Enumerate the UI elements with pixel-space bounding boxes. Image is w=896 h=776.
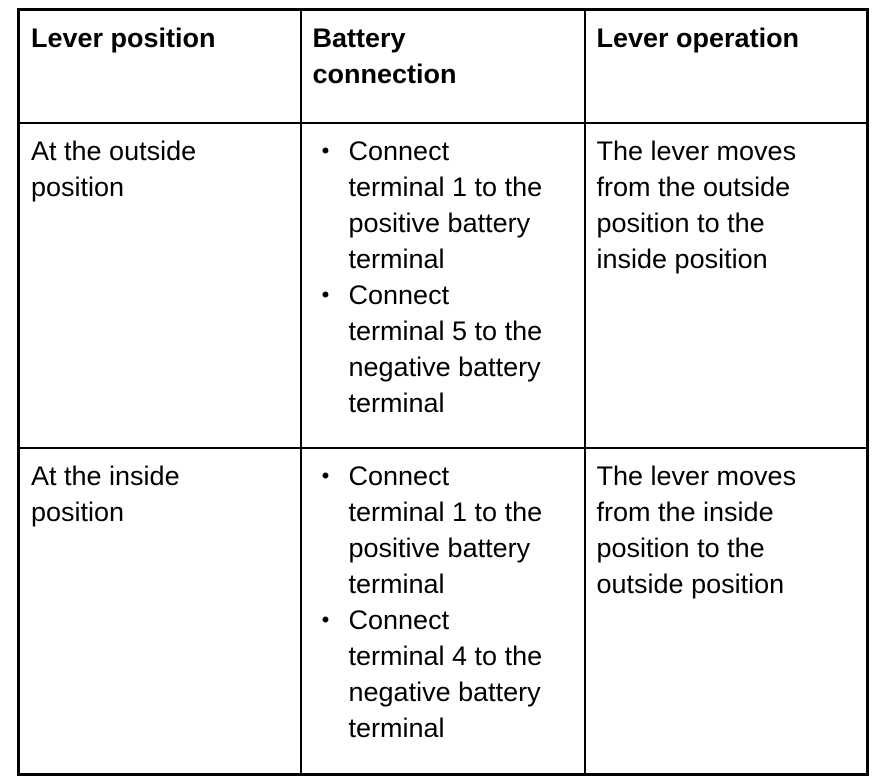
cell-lever-operation: The lever moves from the outside positio…: [583, 122, 869, 449]
cell-battery-connection: • Connect terminal 1 to the positive bat…: [299, 447, 586, 776]
list-item-text: Connect terminal 1 to the positive batte…: [348, 136, 543, 274]
cell-lever-position-text: At the outside position: [31, 136, 197, 202]
table-header-row: Lever position Battery connection Lever …: [17, 8, 869, 124]
bullet-icon: •: [321, 282, 330, 307]
cell-lever-position: At the outside position: [17, 122, 302, 449]
table-row: At the outside position • Connect termin…: [17, 122, 869, 449]
list-item-text: Connect terminal 5 to the negative batte…: [348, 280, 543, 418]
lever-battery-spec-table: Lever position Battery connection Lever …: [17, 8, 869, 776]
battery-connection-list: • Connect terminal 1 to the positive bat…: [313, 133, 574, 421]
bullet-icon: •: [321, 138, 330, 163]
cell-battery-connection: • Connect terminal 1 to the positive bat…: [299, 122, 586, 449]
cell-lever-operation: The lever moves from the inside position…: [583, 447, 869, 776]
column-header-lever-position: Lever position: [17, 8, 302, 124]
page-root: Lever position Battery connection Lever …: [17, 8, 869, 776]
column-header-lever-position-text: Lever position: [31, 23, 216, 53]
cell-lever-position: At the inside position: [17, 447, 302, 776]
table-row: At the inside position • Connect termina…: [17, 447, 869, 776]
list-item: • Connect terminal 4 to the negative bat…: [313, 602, 574, 746]
column-header-lever-operation-text: Lever operation: [596, 23, 800, 53]
cell-lever-position-text: At the inside position: [31, 461, 180, 527]
bullet-icon: •: [321, 607, 330, 632]
list-item-text: Connect terminal 4 to the negative batte…: [348, 605, 543, 743]
cell-lever-operation-text: The lever moves from the inside position…: [596, 461, 797, 599]
list-item: • Connect terminal 5 to the negative bat…: [313, 277, 574, 421]
bullet-icon: •: [321, 463, 330, 488]
cell-lever-operation-text: The lever moves from the outside positio…: [596, 136, 797, 274]
column-header-lever-operation: Lever operation: [583, 8, 869, 124]
table-header: Lever position Battery connection Lever …: [17, 8, 869, 124]
list-item: • Connect terminal 1 to the positive bat…: [313, 458, 574, 602]
battery-connection-list: • Connect terminal 1 to the positive bat…: [313, 458, 574, 746]
list-item: • Connect terminal 1 to the positive bat…: [313, 133, 574, 277]
table-body: At the outside position • Connect termin…: [17, 122, 869, 776]
list-item-text: Connect terminal 1 to the positive batte…: [348, 461, 543, 599]
column-header-battery-connection: Battery connection: [299, 8, 586, 124]
column-header-battery-connection-text: Battery connection: [312, 23, 457, 89]
